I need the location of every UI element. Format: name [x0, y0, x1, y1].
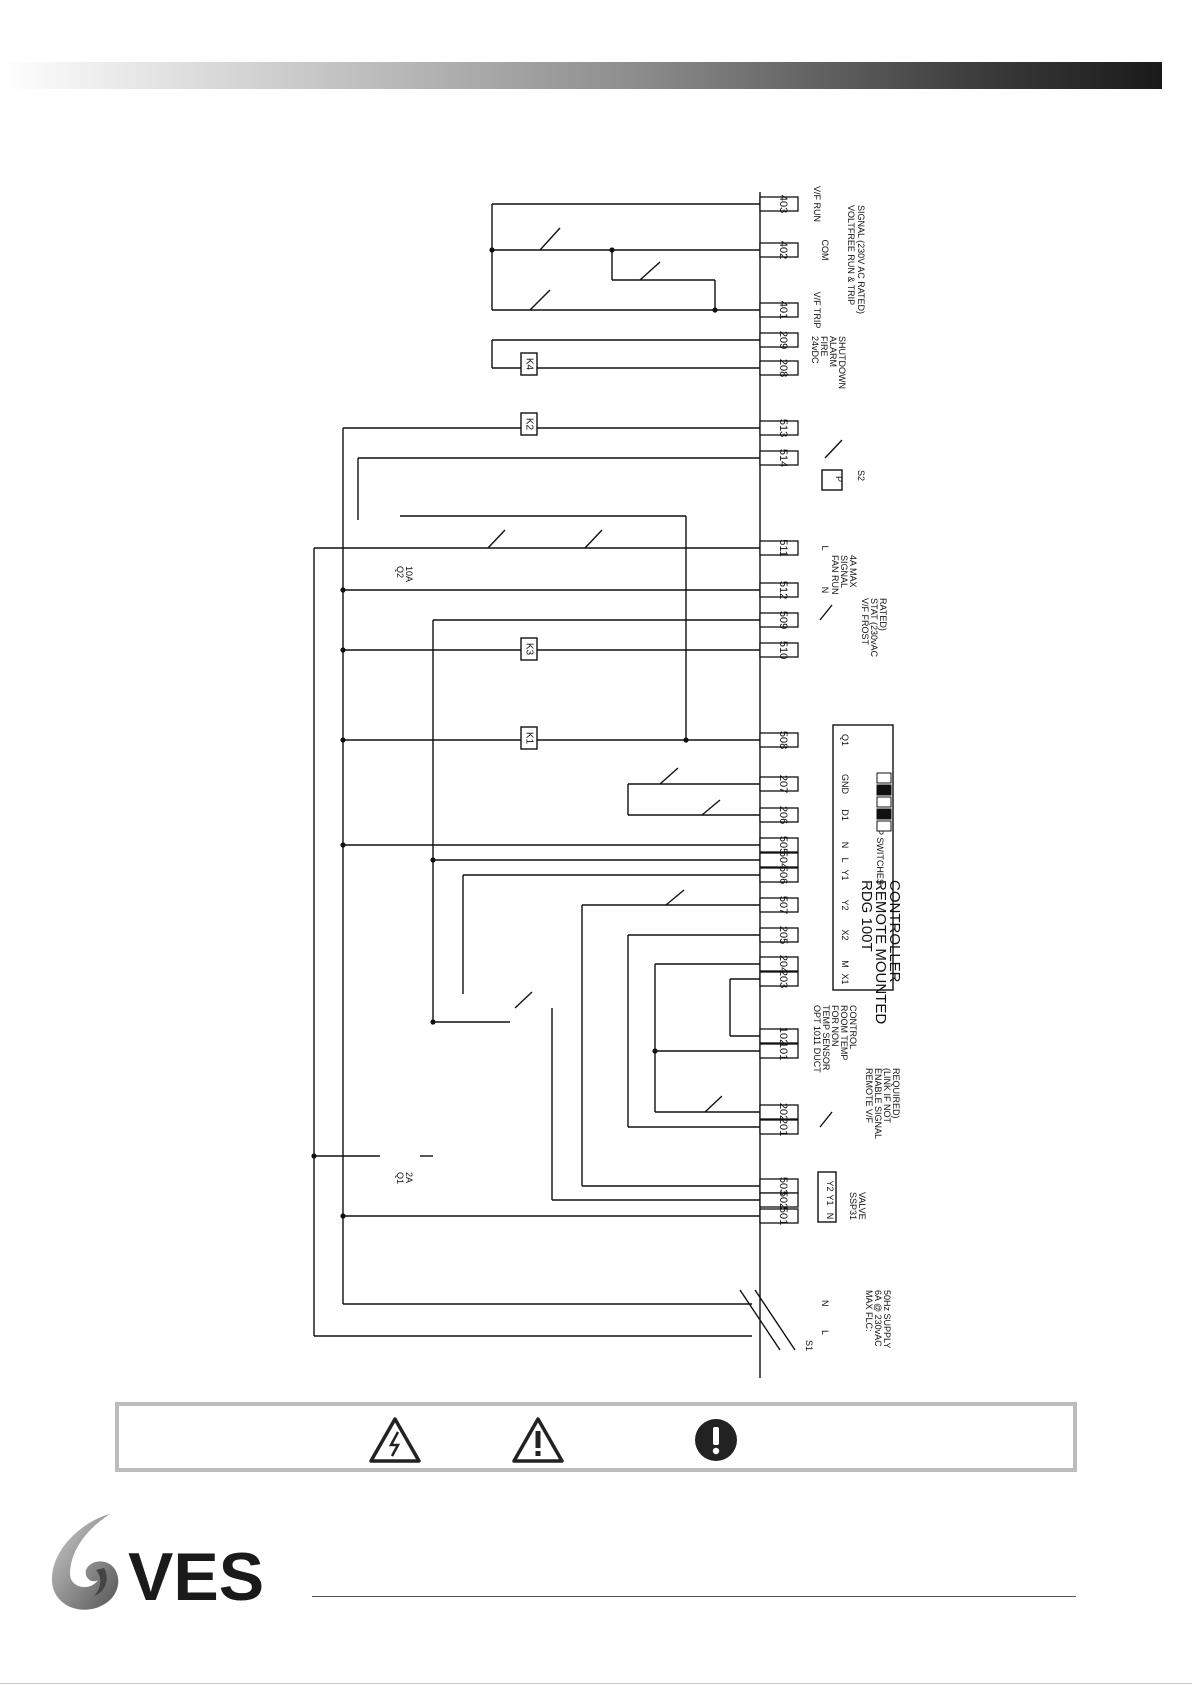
ves-logo: VES	[51, 1514, 264, 1615]
label-504-l: L	[840, 857, 850, 862]
label-gnd: GND	[840, 774, 850, 795]
label-y1: Y1	[840, 869, 850, 880]
terminal-501: 501	[777, 1207, 789, 1225]
terminal-101: 101	[777, 1042, 789, 1060]
terminal-507: 507	[777, 896, 789, 914]
label-valve-y1: Y1	[825, 1194, 835, 1205]
label-m: M	[840, 960, 850, 968]
label-x2: X2	[840, 929, 850, 940]
terminal-209: 209	[777, 331, 789, 349]
remote-enable-line-1: REMOTE V/F	[864, 1068, 874, 1124]
frost-stat-line-3: RATED)	[878, 598, 888, 631]
terminal-402: 402	[777, 241, 789, 259]
s2-label: S2	[856, 470, 866, 481]
terminal-508: 508	[777, 731, 789, 749]
label-x1: X1	[840, 973, 850, 984]
terminal-202: 202	[777, 1103, 789, 1121]
q2-label: Q2	[395, 566, 405, 578]
label-505-n: N	[840, 842, 850, 849]
frost-stat-line-1: V/F FROST	[860, 598, 870, 646]
fire-alarm-line-1: 24vDC	[810, 336, 820, 364]
duct-sensor-line-4: ROOM TEMP	[839, 1005, 849, 1060]
label-com: COM	[820, 240, 830, 261]
supply-n: N	[820, 1300, 830, 1307]
relay-k1-label: K1	[523, 732, 534, 745]
supply-line-2: 6A @ 230vAC	[873, 1290, 883, 1347]
label-y2: Y2	[840, 899, 850, 910]
fire-alarm-line-2: FIRE	[819, 336, 829, 357]
page-bottom-rule	[0, 1683, 1192, 1684]
fire-alarm-line-3: ALARM	[828, 336, 838, 367]
supply-l: L	[820, 1330, 830, 1335]
terminal-506: 506	[777, 866, 789, 884]
terminal-403: 403	[777, 195, 789, 213]
terminal-208: 208	[777, 359, 789, 377]
general-warning-icon	[512, 1417, 564, 1463]
remote-enable-line-3: (LINK IF NOT	[882, 1068, 892, 1124]
footer-rule	[312, 1596, 1076, 1597]
terminal-207: 207	[777, 775, 789, 793]
terminal-504: 504	[777, 851, 789, 869]
terminal-205: 205	[777, 926, 789, 944]
relay-k4-label: K4	[523, 358, 534, 371]
voltfree-line-1: VOLTFREE RUN & TRIP	[846, 205, 856, 305]
valve-line-1: SSP31	[848, 1192, 858, 1220]
wiring-diagram: 403 402 401 209 208 513 514 511 512 509 …	[311, 186, 903, 1378]
label-q1: Q1	[840, 734, 850, 746]
terminal-401: 401	[777, 301, 789, 319]
label-512-n: N	[820, 587, 830, 594]
relay-k3-label: K3	[523, 643, 534, 656]
label-vf-run: V/F RUN	[812, 186, 822, 222]
supply-line-1: MAX FLC:	[864, 1290, 874, 1332]
fire-alarm-line-4: SHUTDOWN	[837, 336, 847, 389]
terminal-206: 206	[777, 806, 789, 824]
terminal-201: 201	[777, 1118, 789, 1136]
terminal-509: 509	[777, 611, 789, 629]
relay-k2-label: K2	[523, 418, 534, 431]
duct-sensor-line-3: FOR NON	[830, 1005, 840, 1047]
remote-enable-line-2: ENABLE SIGNAL	[873, 1068, 883, 1139]
label-511-l: L	[820, 545, 830, 550]
fan-run-line-2: SIGNAL	[839, 555, 849, 588]
q1-rating: 2A	[404, 1172, 414, 1183]
supply-line-3: 50Hz SUPPLY	[882, 1290, 892, 1348]
s1-label: S1	[804, 1340, 814, 1351]
duct-sensor-line-1: OPT 1011 DUCT	[812, 1005, 822, 1073]
important-notice-icon	[695, 1419, 737, 1461]
warning-banner	[115, 1402, 1077, 1472]
brand-name: VES	[128, 1539, 264, 1615]
duct-sensor-line-5: CONTROL	[848, 1005, 858, 1049]
dip-switches-label: DIP SWITCHES	[875, 820, 885, 885]
terminal-505: 505	[777, 836, 789, 854]
terminal-514: 514	[777, 449, 789, 467]
terminal-512: 512	[777, 581, 789, 599]
duct-sensor-line-2: TEMP SENSOR	[821, 1005, 831, 1071]
label-valve-y2: Y2	[825, 1180, 835, 1191]
fan-run-line-3: 4A MAX	[848, 555, 858, 588]
remote-enable-line-4: REQUIRED)	[891, 1068, 901, 1119]
terminal-511: 511	[777, 539, 789, 557]
label-valve-n: N	[825, 1213, 835, 1220]
terminal-204: 204	[777, 955, 789, 973]
terminal-510: 510	[777, 641, 789, 659]
q2-rating: 10A	[404, 566, 414, 582]
terminal-503: 503	[777, 1177, 789, 1195]
controller-line-3: CONTROLLER	[886, 880, 903, 983]
p-label: P	[834, 476, 844, 482]
q1-label: Q1	[395, 1172, 405, 1184]
terminal-102: 102	[777, 1027, 789, 1045]
controller-line-2: REMOTE MOUNTED	[872, 880, 889, 1024]
terminal-513: 513	[777, 419, 789, 437]
terminal-502: 502	[777, 1191, 789, 1209]
label-vf-trip: V/F TRIP	[812, 292, 822, 329]
frost-stat-line-2: STAT (230vAC	[869, 598, 879, 658]
label-d1: D1	[840, 809, 850, 821]
header-gradient-bar	[0, 62, 1162, 89]
fan-run-line-1: FAN RUN	[830, 555, 840, 595]
controller-line-1: RDG 100T	[858, 880, 875, 952]
terminal-203: 203	[777, 970, 789, 988]
valve-line-2: VALVE	[857, 1192, 867, 1220]
high-voltage-warning-icon	[369, 1417, 421, 1463]
voltfree-line-2: SIGNAL (230V AC RATED)	[856, 205, 866, 314]
